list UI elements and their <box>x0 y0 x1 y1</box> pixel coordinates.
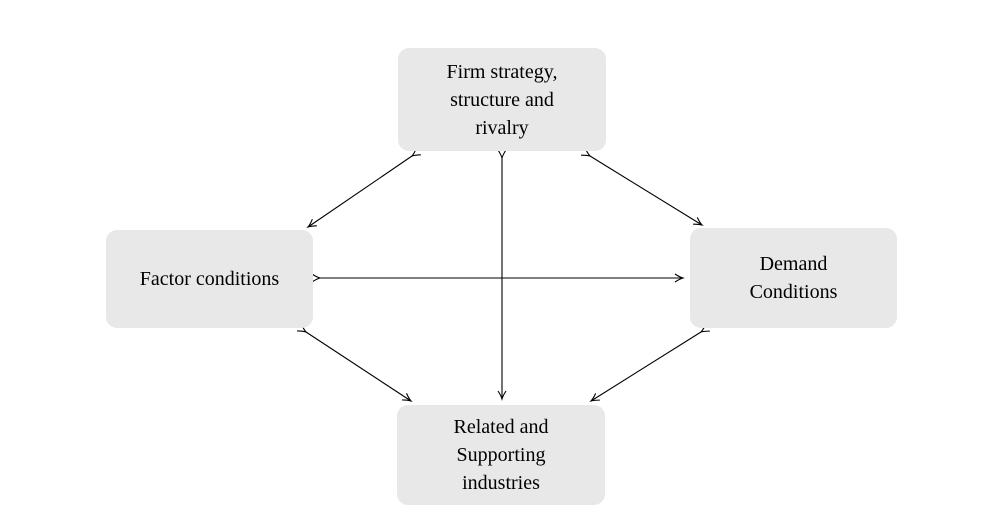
edge-top-right <box>581 148 704 227</box>
edge-left-bottom <box>297 324 413 403</box>
node-firm-strategy-label: Firm strategy, structure and rivalry <box>446 60 558 139</box>
edge-top-left <box>306 147 421 229</box>
node-factor-conditions: Factor conditions <box>106 230 313 328</box>
node-demand-conditions: Demand Conditions <box>690 228 897 328</box>
node-related-supporting-label: Related and Supporting industries <box>453 416 549 494</box>
edge-right-bottom <box>589 324 710 403</box>
node-firm-strategy: Firm strategy, structure and rivalry <box>398 48 606 151</box>
node-demand-conditions-label: Demand Conditions <box>749 253 838 303</box>
node-factor-conditions-label: Factor conditions <box>139 268 280 290</box>
node-related-supporting: Related and Supporting industries <box>397 405 605 505</box>
